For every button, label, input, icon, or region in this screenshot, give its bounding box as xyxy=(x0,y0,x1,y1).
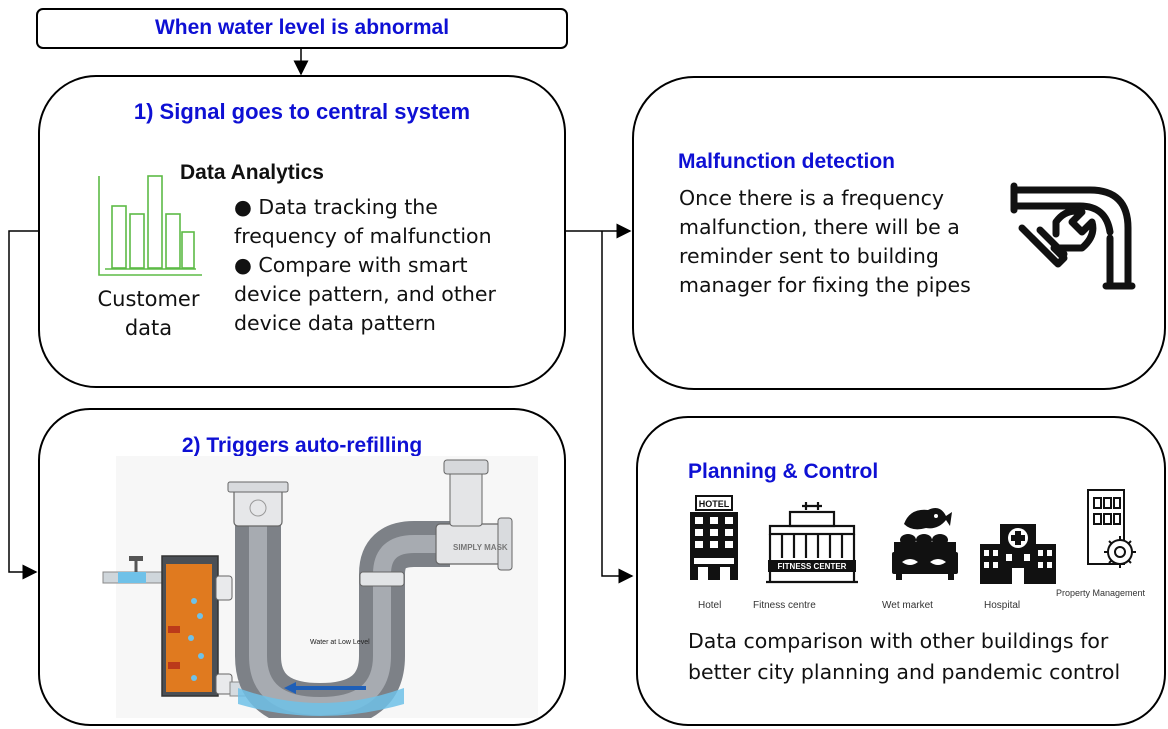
property-management-icon xyxy=(1087,489,1136,568)
malfunction-title: Malfunction detection xyxy=(678,150,895,173)
central-title: 1) Signal goes to central system xyxy=(133,99,471,124)
water-level-label: Water at Low Level xyxy=(310,639,370,646)
customer-data-label: Customer data xyxy=(86,285,211,343)
wet-market-icon xyxy=(892,508,958,580)
hospital-icon xyxy=(980,524,1056,584)
malfunction-box: Malfunction detection Once there is a fr… xyxy=(632,76,1166,390)
planning-box: Planning & Control HOTEL Hotel FITNESS C… xyxy=(636,416,1166,726)
planning-text: Data comparison with other buildings for… xyxy=(688,626,1120,688)
hotel-sign: HOTEL xyxy=(699,499,730,509)
malfunction-text: Once there is a frequency malfunction, t… xyxy=(679,184,971,300)
planning-line-2: better city planning and pandemic contro… xyxy=(688,660,1121,684)
analytics-title: Data Analytics xyxy=(180,161,324,184)
label-hospital: Hospital xyxy=(984,600,1021,611)
central-to-refill-arrow xyxy=(8,230,38,580)
refill-title: 2) Triggers auto-refilling xyxy=(181,434,423,457)
planning-title: Planning & Control xyxy=(688,460,879,483)
u-trap-pipe-illustration: Water at Low Level SIMPLY MASK xyxy=(102,456,538,718)
pipe-wrench-icon xyxy=(1010,182,1136,290)
central-to-planning-arrow xyxy=(601,231,634,584)
hotel-icon: HOTEL xyxy=(690,495,738,580)
analytics-bullet-1: ● Data tracking the xyxy=(234,195,438,219)
malfunction-line-2: malfunction, there will be a xyxy=(679,215,960,239)
bar-chart-icon xyxy=(98,175,202,276)
label-fitness-centre: Fitness centre xyxy=(753,600,816,611)
customer-label-line-1: Customer xyxy=(97,287,200,311)
fitness-center-icon: FITNESS CENTER xyxy=(766,502,858,584)
malfunction-line-4: manager for fixing the pipes xyxy=(679,273,971,297)
label-property-management: Property Management xyxy=(1056,588,1146,598)
analytics-bullet-2: ● Compare with smart xyxy=(234,253,468,277)
central-system-box: 1) Signal goes to central system Custome… xyxy=(38,75,566,388)
planning-line-1: Data comparison with other buildings for xyxy=(688,629,1109,653)
customer-label-line-2: data xyxy=(124,316,173,340)
header-box: When water level is abnormal xyxy=(36,8,568,49)
label-wet-market: Wet market xyxy=(882,600,933,611)
malfunction-line-1: Once there is a frequency xyxy=(679,186,945,210)
malfunction-line-3: reminder sent to building xyxy=(679,244,939,268)
analytics-bullets: ● Data tracking the frequency of malfunc… xyxy=(234,193,496,338)
fitness-sign: FITNESS CENTER xyxy=(778,562,847,571)
header-title: When water level is abnormal xyxy=(154,16,450,39)
auto-refill-box: 2) Triggers auto-refilling Water at Low … xyxy=(38,408,566,726)
simply-mask-brand: SIMPLY MASK xyxy=(453,543,508,552)
analytics-bullet-1-cont: frequency of malfunction xyxy=(234,224,492,248)
analytics-bullet-2-cont: device pattern, and other xyxy=(234,282,496,306)
analytics-bullet-2-cont-2: device data pattern xyxy=(234,311,436,335)
label-hotel: Hotel xyxy=(698,600,722,611)
